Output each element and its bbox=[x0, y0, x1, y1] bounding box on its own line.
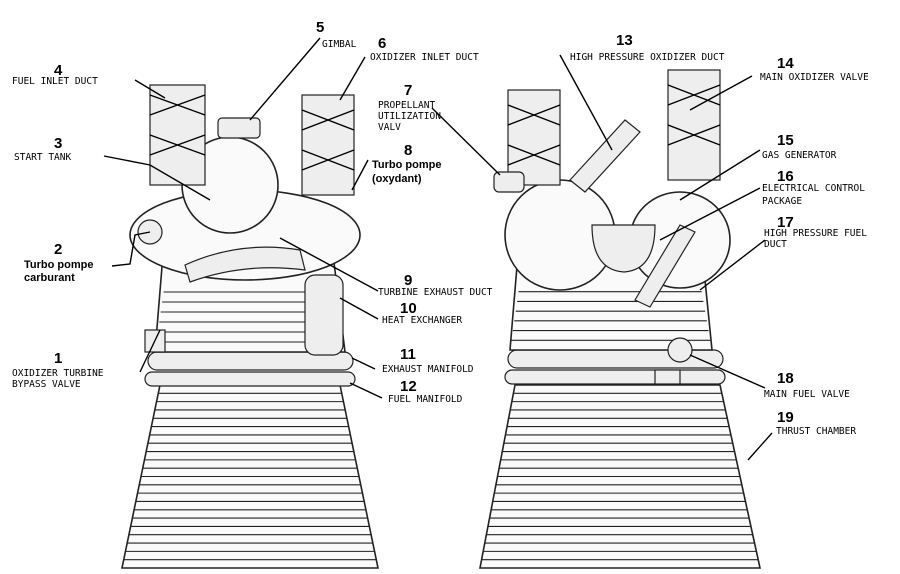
callout-15-number: 15 bbox=[777, 132, 794, 149]
callout-5-number: 5 bbox=[316, 19, 324, 36]
callout-11-number: 11 bbox=[400, 346, 416, 363]
callout-12-number: 12 bbox=[400, 378, 417, 395]
callout-14-number: 14 bbox=[777, 55, 794, 72]
callout-9-label: TURBINE EXHAUST DUCT bbox=[378, 287, 493, 298]
callout-10-number: 10 bbox=[400, 300, 417, 317]
callout-8-number: 8 bbox=[404, 142, 412, 159]
callout-16-number: 16 bbox=[777, 168, 794, 185]
callout-7-number: 7 bbox=[404, 82, 412, 99]
callout-18-label: MAIN FUEL VALVE bbox=[764, 389, 850, 400]
right-nozzle-ribs bbox=[481, 392, 759, 561]
callout-6-number: 6 bbox=[378, 35, 386, 52]
callout-3-label: START TANK bbox=[14, 152, 71, 163]
left-nozzle-ribs bbox=[123, 392, 377, 561]
callout-18-number: 18 bbox=[777, 370, 794, 387]
callout-10-label: HEAT EXCHANGER bbox=[382, 315, 462, 326]
callout-15-label: GAS GENERATOR bbox=[762, 150, 837, 161]
callout-4-label: FUEL INLET DUCT bbox=[12, 76, 98, 87]
leader-lines bbox=[103, 37, 773, 461]
callout-11-label: EXHAUST MANIFOLD bbox=[382, 364, 474, 375]
left-engine-view bbox=[121, 84, 379, 569]
callout-numbers: 1 2 3 4 5 6 7 8 9 10 11 12 13 14 15 16 1… bbox=[54, 19, 794, 426]
callout-17-number: 17 bbox=[777, 214, 794, 231]
callout-13-label: HIGH PRESSURE OXIDIZER DUCT bbox=[570, 52, 725, 63]
callout-9-number: 9 bbox=[404, 272, 412, 289]
callout-4-number: 4 bbox=[54, 62, 63, 79]
callout-2-number: 2 bbox=[54, 241, 62, 258]
callout-19-number: 19 bbox=[777, 409, 794, 426]
callout-14-label: MAIN OXIDIZER VALVE bbox=[760, 72, 869, 83]
callout-8-label: Turbo pompe(oxydant) bbox=[372, 159, 441, 185]
callout-6-label: OXIDIZER INLET DUCT bbox=[370, 52, 479, 63]
callout-13-number: 13 bbox=[616, 32, 633, 49]
right-engine-view bbox=[479, 69, 761, 569]
callout-5-label: GIMBAL bbox=[322, 39, 357, 50]
callout-12-label: FUEL MANIFOLD bbox=[388, 394, 463, 405]
callout-19-label: THRUST CHAMBER bbox=[776, 426, 856, 437]
callout-3-number: 3 bbox=[54, 135, 62, 152]
callout-1-number: 1 bbox=[54, 350, 62, 367]
